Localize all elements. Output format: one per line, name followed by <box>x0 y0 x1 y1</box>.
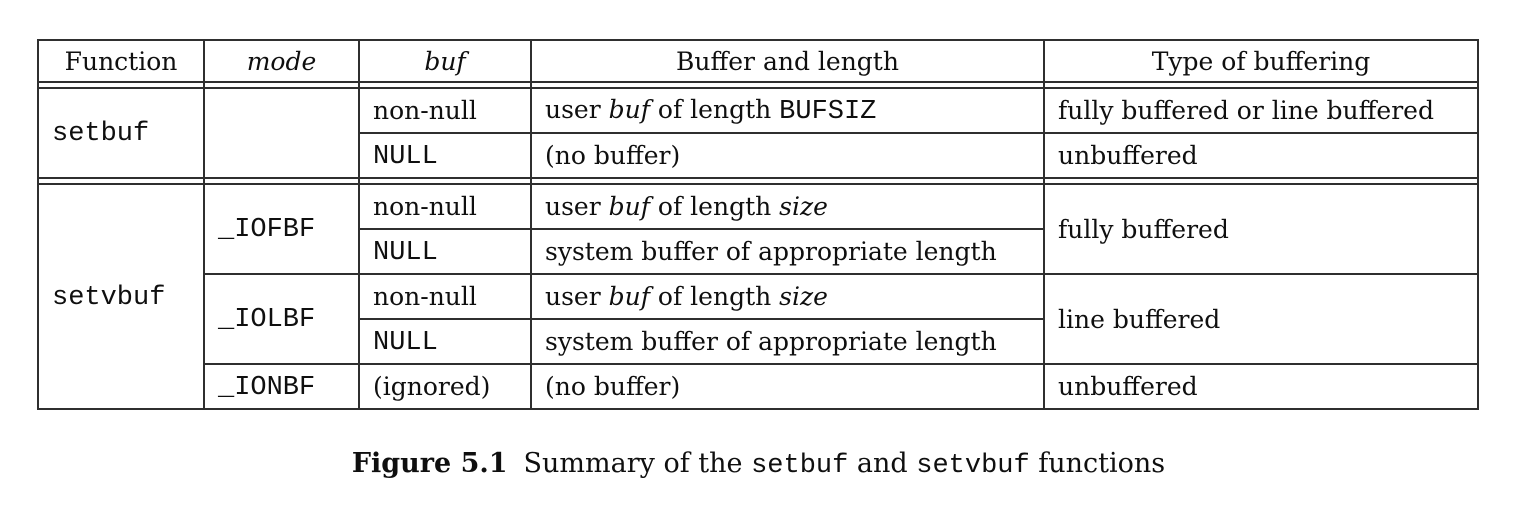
line-buffered-label: line buffered <box>1058 304 1221 334</box>
frag-buf-param: buf <box>608 282 650 311</box>
cell-desc-user-buf-size: user buf of length size <box>530 273 1045 320</box>
frag-size-param: size <box>779 192 828 221</box>
header-type-of-buffering: Type of buffering <box>1043 39 1479 83</box>
unbuffered-label: unbuffered <box>1058 141 1198 170</box>
caption-setbuf: setbuf <box>751 451 849 481</box>
system-buffer-label: system buffer of appropriate length <box>545 327 997 356</box>
nonnull-label: non-null <box>373 192 477 221</box>
fully-buffered-label: fully buffered <box>1058 214 1229 244</box>
figure-number: Figure 5.1 <box>351 448 508 479</box>
header-buf: buf <box>358 39 532 83</box>
cell-buf-null: NULL <box>358 318 532 365</box>
system-buffer-label: system buffer of appropriate length <box>545 237 997 266</box>
cell-buf-ignored: (ignored) <box>358 363 532 410</box>
cell-mode-ionbf: _IONBF <box>203 363 360 410</box>
ignored-label: (ignored) <box>373 372 491 401</box>
nonnull-label: non-null <box>373 282 477 311</box>
null-label: NULL <box>373 327 438 358</box>
double-rule-header <box>37 81 1479 89</box>
setbuf-label: setbuf <box>52 119 150 149</box>
cell-desc-no-buffer: (no buffer) <box>530 363 1045 410</box>
row-setvbuf-iolbf-nonnull: _IOLBF non-null user buf of length size … <box>38 273 1479 365</box>
frag-buf-param: buf <box>608 94 650 124</box>
frag-size-param: size <box>779 282 828 311</box>
ionbf-label: _IONBF <box>218 372 316 403</box>
row-setbuf-null: NULL (no buffer) unbuffered <box>38 132 1479 179</box>
fully-or-line-label: fully buffered or line buffered <box>1058 96 1434 125</box>
rule-gap-cell <box>530 177 1045 185</box>
rule-gap-cell <box>358 177 532 185</box>
cell-mode-iofbf: _IOFBF <box>203 183 360 275</box>
figure-caption: Figure 5.1 Summary of the setbuf and setv… <box>0 448 1517 481</box>
header-row: Function mode buf Buffer and length Type… <box>37 39 1479 83</box>
caption-setvbuf: setvbuf <box>916 451 1030 481</box>
cell-buf-null: NULL <box>358 132 532 179</box>
rule-gap-cell <box>1043 81 1479 89</box>
row-setvbuf-iolbf-null: NULL system buffer of appropriate length <box>38 318 1478 365</box>
no-buffer-label: (no buffer) <box>545 372 681 401</box>
frag-of-length: of length <box>649 282 780 311</box>
iolbf-label: _IOLBF <box>218 305 316 335</box>
header-buffer-and-length: Buffer and length <box>530 39 1045 83</box>
null-label: NULL <box>373 237 438 268</box>
frag-buf-param: buf <box>608 192 650 221</box>
header-type-of-buffering-label: Type of buffering <box>1151 46 1371 76</box>
iofbf-label: _IOFBF <box>218 215 316 245</box>
row-setbuf-nonnull: setbuf non-null user buf of length BUFSI… <box>37 87 1479 179</box>
frag-user: user <box>545 192 609 221</box>
cell-desc-user-buf-size: user buf of length size <box>530 183 1045 230</box>
cell-type-unbuffered: unbuffered <box>1043 363 1479 410</box>
row-setvbuf-iofbf-nonnull: setvbuf _IOFBF non-null user buf of leng… <box>37 183 1479 410</box>
frag-of-length: of length <box>649 192 780 221</box>
frag-user: user <box>545 94 609 124</box>
cell-mode-iolbf: _IOLBF <box>203 273 360 365</box>
caption-text-pre: Summary of the <box>523 448 752 479</box>
cell-desc-no-buffer: (no buffer) <box>530 132 1045 179</box>
header-buf-label: buf <box>424 46 466 76</box>
cell-desc-system-buffer: system buffer of appropriate length <box>530 318 1045 365</box>
row-setvbuf-ionbf: _IONBF (ignored) (no buffer) unbuffered <box>38 363 1479 410</box>
cell-desc-system-buffer: system buffer of appropriate length <box>530 228 1045 275</box>
header-mode-label: mode <box>246 46 317 76</box>
header-mode: mode <box>203 39 360 83</box>
cell-function-setvbuf: setvbuf <box>37 183 205 410</box>
header-function: Function <box>37 39 205 83</box>
null-label: NULL <box>373 141 438 172</box>
cell-setbuf-mode-empty <box>203 87 360 179</box>
cell-buf-nonnull: non-null <box>358 87 532 134</box>
cell-buf-nonnull: non-null <box>358 273 532 320</box>
cell-type-line-buffered: line buffered <box>1043 273 1479 365</box>
unbuffered-label: unbuffered <box>1058 372 1198 401</box>
rule-gap-cell <box>1043 177 1479 185</box>
rule-gap-cell <box>203 81 360 89</box>
frag-bufsiz: BUFSIZ <box>779 96 877 127</box>
cell-buf-null: NULL <box>358 228 532 275</box>
rule-gap-cell <box>358 81 532 89</box>
setvbuf-label: setvbuf <box>52 282 166 313</box>
frag-of-length: of length <box>649 94 780 124</box>
header-function-label: Function <box>64 46 178 76</box>
caption-text-post: functions <box>1029 448 1166 479</box>
frag-user: user <box>545 282 609 311</box>
rule-gap-cell <box>37 81 205 89</box>
rule-gap-cell <box>37 177 205 185</box>
cell-type-fully-or-line: fully buffered or line buffered <box>1043 87 1479 134</box>
caption-conjunction: and <box>848 448 917 479</box>
rule-gap-cell <box>203 177 360 185</box>
figure-table-container: Function mode buf Buffer and length Type… <box>37 39 1479 410</box>
rule-gap-cell <box>530 81 1045 89</box>
double-rule-groups <box>37 177 1479 185</box>
header-buffer-and-length-label: Buffer and length <box>676 46 899 76</box>
cell-buf-nonnull: non-null <box>358 183 532 230</box>
cell-function-setbuf: setbuf <box>37 87 205 179</box>
nonnull-label: non-null <box>373 96 477 125</box>
row-setvbuf-iofbf-null: NULL system buffer of appropriate length <box>38 228 1478 275</box>
buffering-summary-table: Function mode buf Buffer and length Type… <box>37 39 1479 410</box>
cell-type-unbuffered: unbuffered <box>1043 132 1479 179</box>
cell-desc-user-buf-bufsiz: user buf of length BUFSIZ <box>530 87 1045 134</box>
cell-type-fully-buffered: fully buffered <box>1043 183 1479 275</box>
no-buffer-label: (no buffer) <box>545 141 681 170</box>
